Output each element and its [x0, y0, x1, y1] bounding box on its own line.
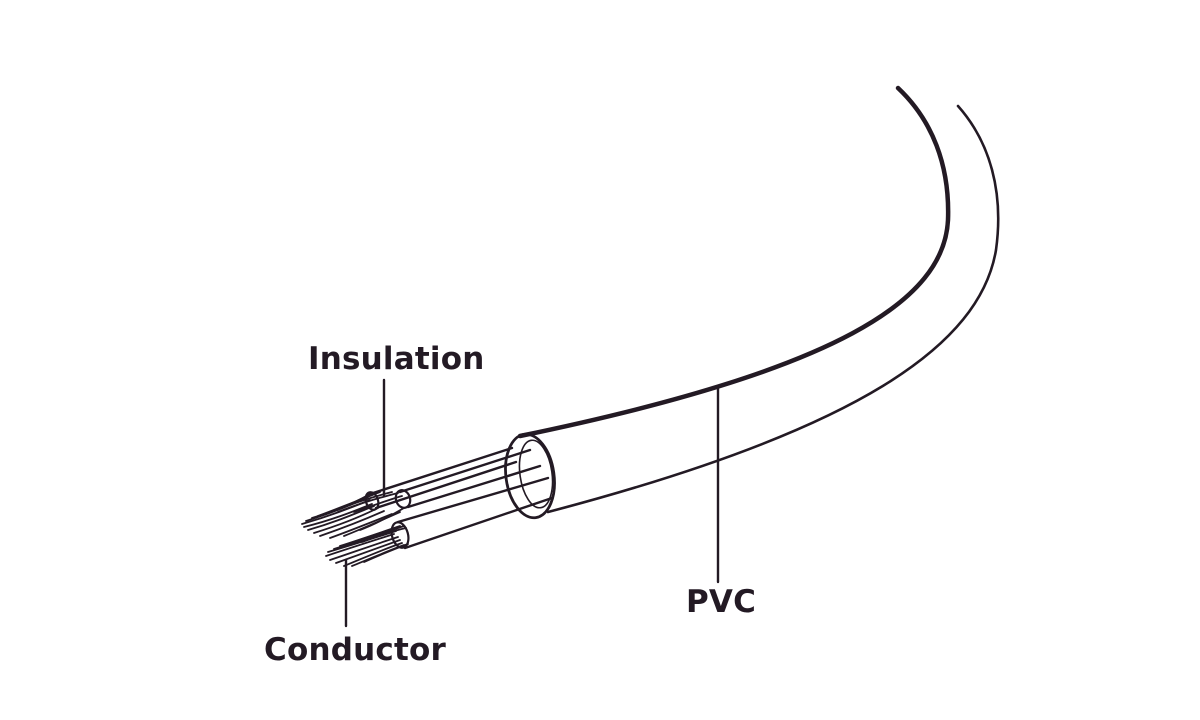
jacket-top-edge: [517, 85, 951, 439]
insulation-label: Insulation: [308, 341, 484, 377]
wire-1-bottom: [374, 460, 518, 510]
wire-3-top: [396, 476, 550, 524]
jacket-cut-inner: [518, 439, 554, 509]
pvc-label: PVC: [686, 584, 756, 620]
wire-2-top: [398, 448, 532, 494]
wire-2-end: [394, 489, 412, 509]
conductor-strands: [301, 491, 409, 567]
jacket-cut-end: [504, 432, 556, 520]
wire-1-top: [368, 446, 514, 496]
strand-bundle-lower: [325, 525, 409, 567]
jacket-bottom-edge: [546, 104, 1000, 514]
pvc-jacket: [504, 85, 1000, 520]
strand-bundle-upper: [301, 491, 405, 539]
conductor-label: Conductor: [264, 632, 446, 668]
leader-lines: [344, 378, 720, 628]
wire-2-bottom: [406, 464, 542, 509]
insulated-wires: [364, 446, 554, 550]
wire-3-bottom: [403, 496, 554, 550]
wire-3-end: [390, 521, 410, 549]
